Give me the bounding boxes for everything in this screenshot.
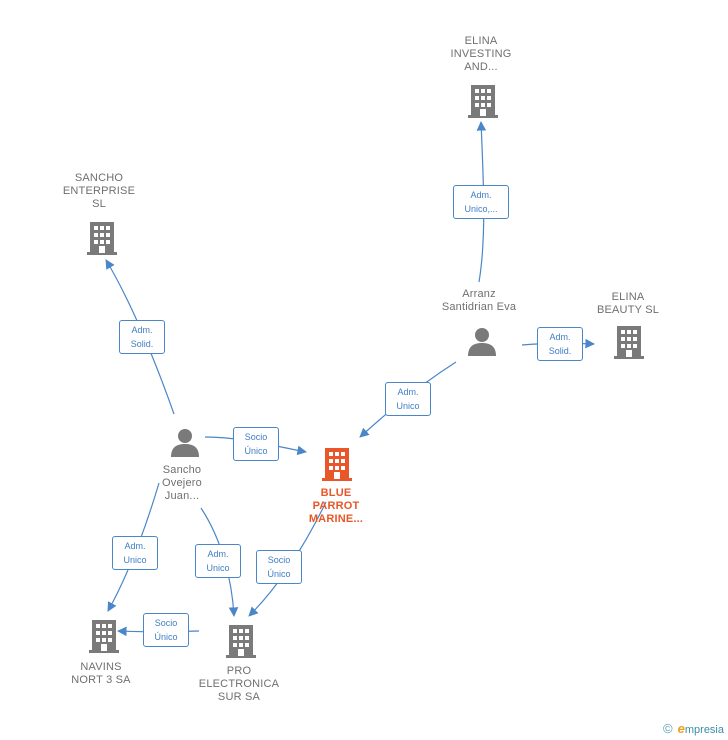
node-label-pro-electronica[interactable]: PRO ELECTRONICA SUR SA (198, 665, 280, 703)
brand-logo-text: mpresia (684, 724, 724, 736)
edge-label-socio-unico[interactable]: Socio Único (143, 613, 189, 647)
copyright-icon: © (662, 721, 673, 736)
node-label-sancho-enterprise[interactable]: SANCHO ENTERPRISE SL (62, 172, 136, 210)
edge-label-adm-unico[interactable]: Adm. Unico,... (453, 185, 509, 219)
node-label-elina-beauty[interactable]: ELINA BEAUTY SL (596, 291, 660, 316)
edge-label-socio-unico[interactable]: Socio Único (233, 427, 279, 461)
brand-footer: © empresia (663, 721, 724, 736)
edge-label-adm-solid[interactable]: Adm. Solid. (537, 327, 583, 361)
node-label-elina-investing[interactable]: ELINA INVESTING AND... (450, 35, 512, 73)
building-icon[interactable] (88, 619, 120, 653)
edge-label-adm-solid[interactable]: Adm. Solid. (119, 320, 165, 354)
person-icon[interactable] (169, 427, 201, 457)
node-label-arranz[interactable]: Arranz Santidrian Eva (441, 288, 517, 313)
node-label-blue-parrot[interactable]: BLUE PARROT MARINE... (308, 487, 364, 525)
building-icon[interactable] (86, 221, 118, 255)
building-icon[interactable] (613, 325, 645, 359)
edge-label-socio-unico[interactable]: Socio Único (256, 550, 302, 584)
edge-label-adm-unico[interactable]: Adm. Unico (195, 544, 241, 578)
edge-label-adm-unico[interactable]: Adm. Unico (385, 382, 431, 416)
person-icon[interactable] (466, 326, 498, 356)
building-icon[interactable] (225, 624, 257, 658)
building-icon[interactable] (467, 84, 499, 118)
edge-label-adm-unico[interactable]: Adm. Unico (112, 536, 158, 570)
node-label-sancho-person[interactable]: Sancho Ovejero Juan... (162, 464, 202, 502)
brand-logo-initial: e (677, 721, 685, 736)
node-label-navins[interactable]: NAVINS NORT 3 SA (71, 661, 131, 686)
building-icon-focus[interactable] (321, 447, 353, 481)
